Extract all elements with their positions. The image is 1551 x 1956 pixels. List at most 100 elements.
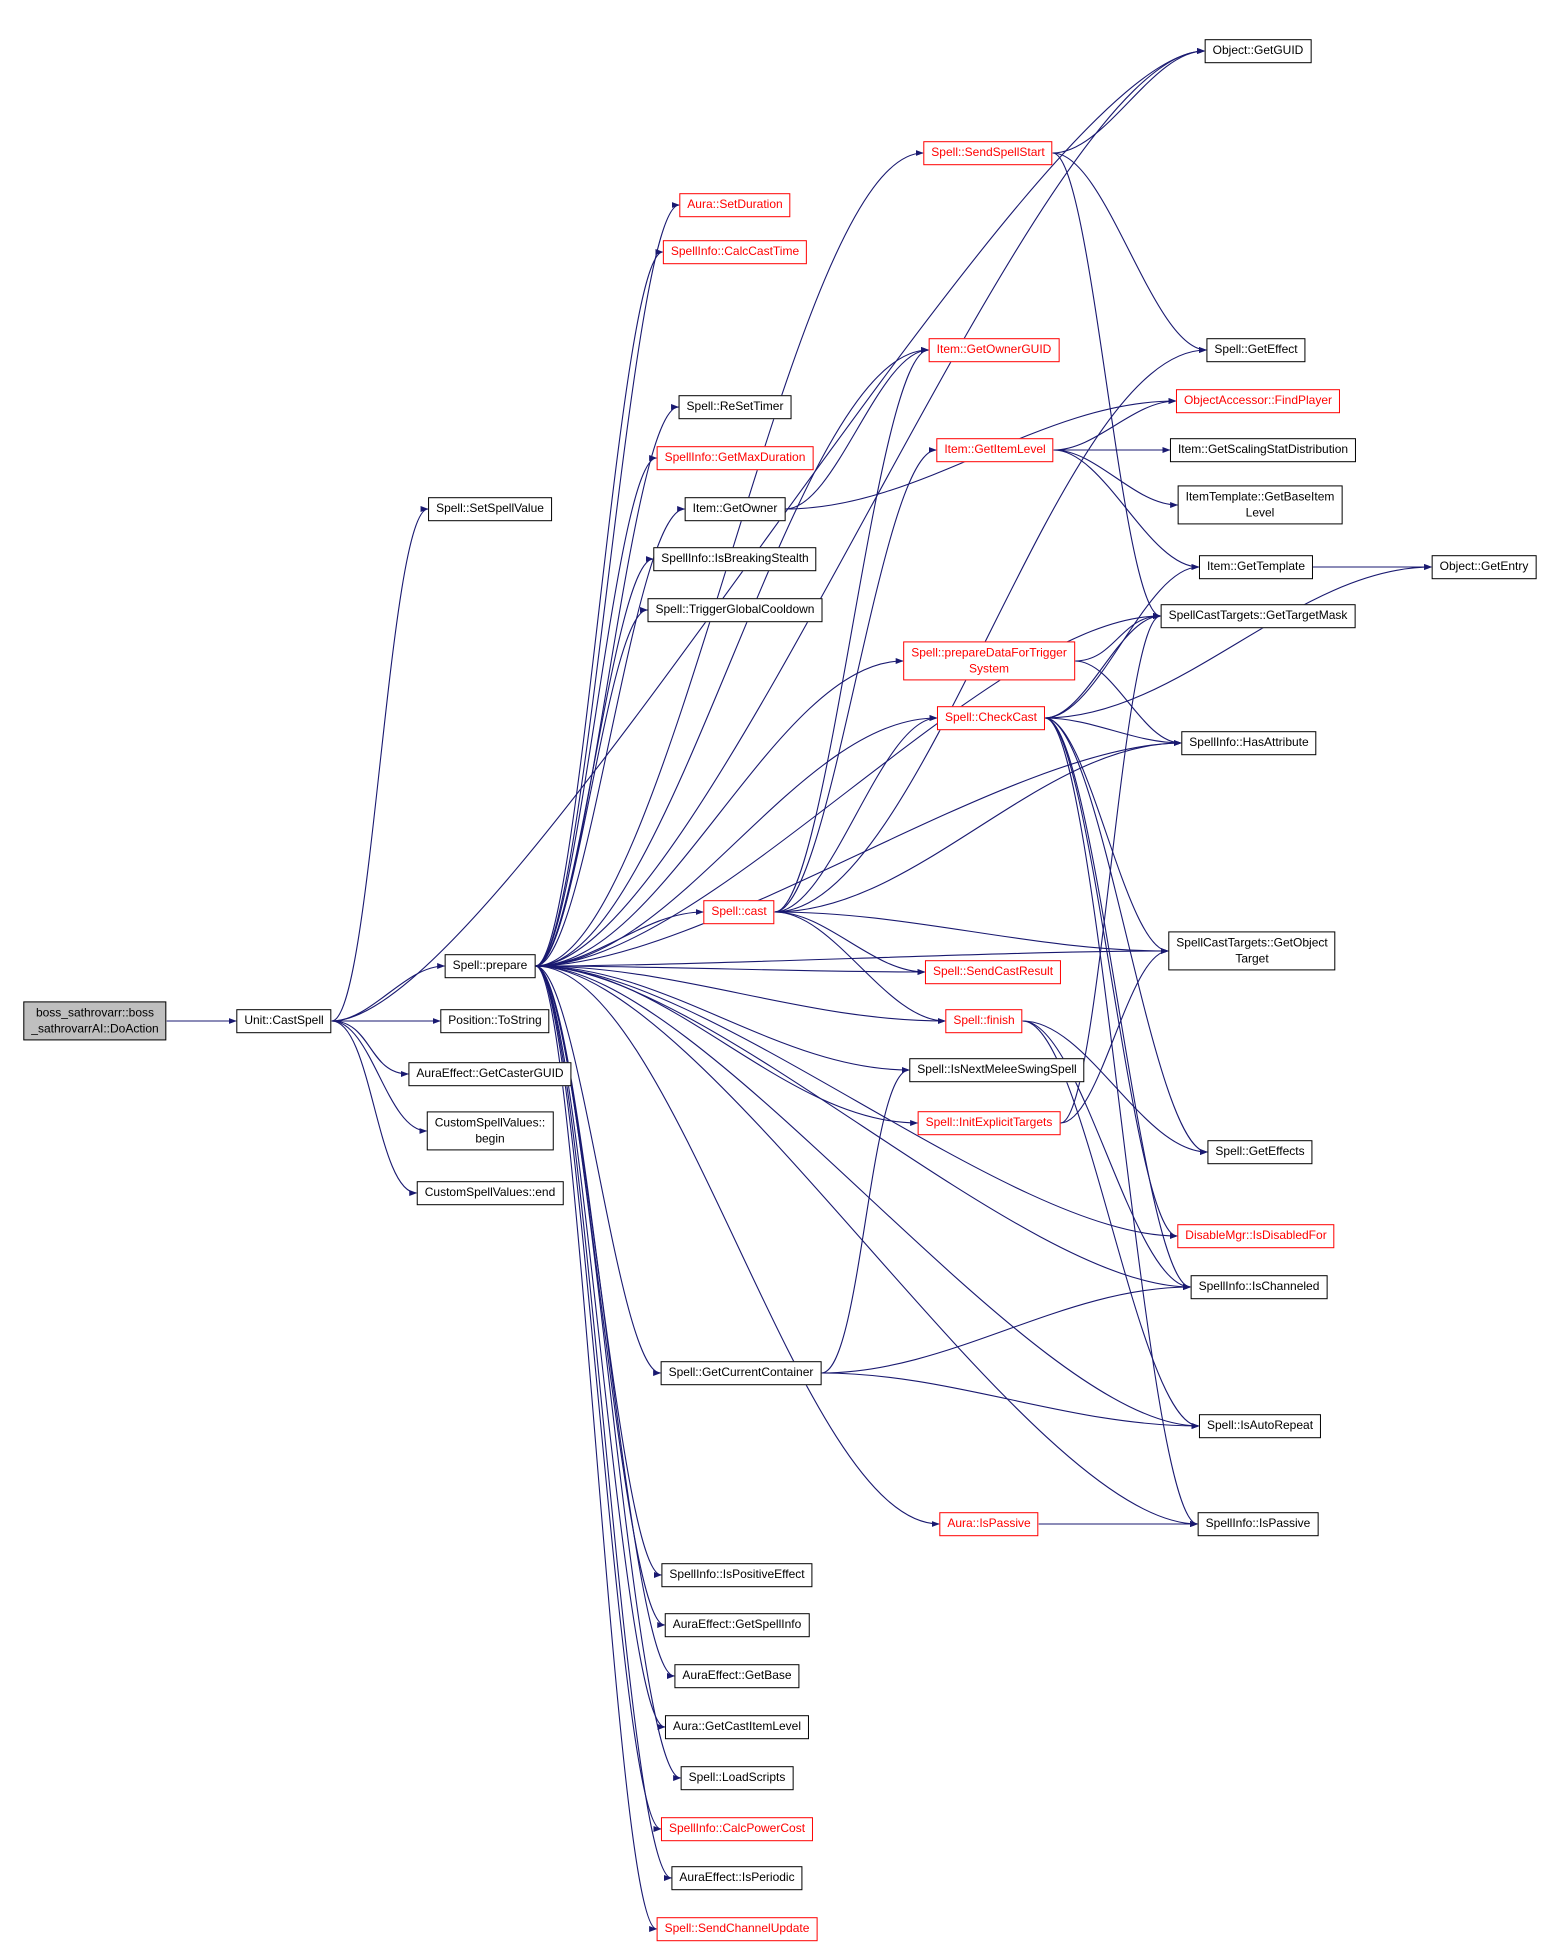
edge-sendspellstart-to-gettargetmask	[1052, 152, 1162, 619]
node-getentry[interactable]: Object::GetEntry	[1431, 555, 1537, 579]
node-checkcast[interactable]: Spell::CheckCast	[936, 706, 1046, 730]
edge-cast-to-finish	[774, 911, 946, 1024]
node-getguid[interactable]: Object::GetGUID	[1204, 39, 1312, 63]
edge-cast-to-getobjecttarget	[774, 911, 1169, 954]
node-begin[interactable]: CustomSpellValues:: begin	[426, 1111, 554, 1151]
node-cast[interactable]: Spell::cast	[703, 900, 775, 924]
node-calccasttime[interactable]: SpellInfo::CalcCastTime	[662, 240, 808, 264]
edge-prepare-to-getmaxduration	[535, 455, 658, 967]
edge-prepare-to-isautorepeat	[535, 965, 1200, 1429]
edge-prepare-to-preparedatafortrigger	[535, 658, 904, 967]
edge-prepare-to-checkcast	[535, 715, 938, 967]
edge-castspell-to-prepare	[331, 963, 446, 1022]
node-resettimer[interactable]: Spell::ReSetTimer	[678, 395, 792, 419]
node-getobjecttarget[interactable]: SpellCastTargets::GetObject Target	[1168, 931, 1336, 971]
edge-checkcast-to-getobjecttarget	[1044, 717, 1169, 954]
node-sendcastresult[interactable]: Spell::SendCastResult	[924, 960, 1062, 984]
node-getbaseitemlevel[interactable]: ItemTemplate::GetBaseItem Level	[1177, 485, 1343, 525]
edge-sendspellstart-to-getguid	[1052, 48, 1206, 154]
node-isdisabledfor[interactable]: DisableMgr::IsDisabledFor	[1177, 1224, 1335, 1248]
edge-prepare-to-calccasttime	[535, 249, 664, 967]
node-getspellinfo[interactable]: AuraEffect::GetSpellInfo	[664, 1613, 810, 1637]
node-triggerglobalcooldown[interactable]: Spell::TriggerGlobalCooldown	[647, 598, 823, 622]
node-hasattribute[interactable]: SpellInfo::HasAttribute	[1181, 731, 1317, 755]
node-getbase[interactable]: AuraEffect::GetBase	[674, 1664, 800, 1688]
edge-finish-to-isautorepeat	[1022, 1020, 1200, 1429]
node-prepare[interactable]: Spell::prepare	[444, 954, 536, 978]
edge-castspell-to-getcasterguid	[331, 1020, 409, 1077]
edge-cast-to-getitemlevel	[774, 447, 937, 913]
edge-cast-to-sendcastresult	[774, 911, 926, 975]
node-gettemplate[interactable]: Item::GetTemplate	[1198, 555, 1314, 579]
edge-initexplicittargets-to-getobjecttarget	[1060, 948, 1169, 1124]
edge-preparedatafortrigger-to-hasattribute	[1074, 660, 1182, 746]
node-isnextmeleeswingspell[interactable]: Spell::IsNextMeleeSwingSpell	[909, 1058, 1085, 1082]
edge-getcurrentcontainer-to-ischanneled	[821, 1284, 1192, 1374]
node-castspell[interactable]: Unit::CastSpell	[236, 1009, 332, 1033]
node-doaction[interactable]: boss_sathrovarr::boss _sathrovarrAI::DoA…	[23, 1001, 167, 1041]
edge-cast-to-getownerguid	[774, 347, 930, 913]
node-isperiodic[interactable]: AuraEffect::IsPeriodic	[671, 1866, 803, 1890]
node-setduration[interactable]: Aura::SetDuration	[679, 193, 791, 217]
node-geteffect[interactable]: Spell::GetEffect	[1206, 338, 1306, 362]
node-aurapassive[interactable]: Aura::IsPassive	[939, 1512, 1039, 1536]
node-initexplicittargets[interactable]: Spell::InitExplicitTargets	[917, 1111, 1061, 1135]
node-sendchannelupdate[interactable]: Spell::SendChannelUpdate	[656, 1917, 818, 1941]
node-ischanneled[interactable]: SpellInfo::IsChanneled	[1190, 1275, 1328, 1299]
edge-castspell-to-getguid	[331, 48, 1206, 1022]
node-spellinfoispassive[interactable]: SpellInfo::IsPassive	[1197, 1512, 1319, 1536]
node-findplayer[interactable]: ObjectAccessor::FindPlayer	[1175, 389, 1341, 413]
node-getitemlevel[interactable]: Item::GetItemLevel	[936, 438, 1054, 462]
edge-prepare-to-sendcastresult	[535, 965, 926, 975]
node-getcastitemlevel[interactable]: Aura::GetCastItemLevel	[664, 1715, 810, 1739]
node-tostring[interactable]: Position::ToString	[440, 1009, 550, 1033]
edge-prepare-to-spellinfoispassive	[535, 965, 1199, 1527]
edge-cast-to-hasattribute	[774, 740, 1182, 913]
node-isautorepeat[interactable]: Spell::IsAutoRepeat	[1198, 1414, 1322, 1438]
edge-prepare-to-setduration	[535, 202, 680, 967]
edge-prepare-to-gettargetmask	[535, 613, 1162, 967]
node-getowner[interactable]: Item::GetOwner	[684, 497, 786, 521]
edge-castspell-to-begin	[331, 1020, 428, 1134]
edge-prepare-to-isnextmeleeswingspell	[535, 965, 910, 1073]
node-preparedatafortrigger[interactable]: Spell::prepareDataForTrigger System	[903, 641, 1075, 681]
node-end[interactable]: CustomSpellValues::end	[416, 1181, 564, 1205]
node-setspellvalue[interactable]: Spell::SetSpellValue	[428, 497, 552, 521]
edge-prepare-to-getowner	[535, 506, 686, 967]
edge-prepare-to-resettimer	[535, 404, 680, 967]
edge-checkcast-to-ischanneled	[1044, 717, 1192, 1290]
edge-prepare-to-ischanneled	[535, 965, 1192, 1290]
edge-prepare-to-hasattribute	[535, 740, 1182, 967]
node-loadscripts[interactable]: Spell::LoadScripts	[680, 1766, 794, 1790]
edge-getcurrentcontainer-to-isautorepeat	[821, 1372, 1200, 1429]
node-geteffects[interactable]: Spell::GetEffects	[1207, 1140, 1313, 1164]
edge-prepare-to-finish	[535, 965, 946, 1024]
edge-castspell-to-setspellvalue	[331, 506, 429, 1022]
node-finish[interactable]: Spell::finish	[945, 1009, 1023, 1033]
edge-prepare-to-triggerglobalcooldown	[535, 607, 649, 967]
edge-prepare-to-aurapassive	[535, 965, 940, 1527]
edge-checkcast-to-gettargetmask	[1045, 613, 1162, 719]
node-getcasterguid[interactable]: AuraEffect::GetCasterGUID	[408, 1062, 572, 1086]
edge-checkcast-to-hasattribute	[1045, 717, 1182, 746]
node-calcpowercost[interactable]: SpellInfo::CalcPowerCost	[660, 1817, 814, 1841]
edge-prepare-to-getownerguid	[535, 347, 930, 967]
edge-prepare-to-isdisabledfor	[535, 965, 1178, 1239]
node-getcurrentcontainer[interactable]: Spell::GetCurrentContainer	[660, 1361, 822, 1385]
node-gettargetmask[interactable]: SpellCastTargets::GetTargetMask	[1160, 604, 1356, 628]
edge-prepare-to-sendchannelupdate	[535, 965, 658, 1932]
edge-prepare-to-getguid	[535, 48, 1206, 967]
node-getscalingstat[interactable]: Item::GetScalingStatDistribution	[1169, 438, 1357, 462]
edge-checkcast-to-isdisabledfor	[1044, 717, 1178, 1239]
node-isbreakingstealth[interactable]: SpellInfo::IsBreakingStealth	[653, 547, 817, 571]
edge-sendspellstart-to-geteffect	[1052, 152, 1207, 353]
edge-castspell-to-end	[331, 1020, 418, 1196]
edge-prepare-to-isperiodic	[535, 965, 672, 1881]
node-sendspellstart[interactable]: Spell::SendSpellStart	[923, 141, 1053, 165]
node-getownerguid[interactable]: Item::GetOwnerGUID	[928, 338, 1060, 362]
edge-getitemlevel-to-gettemplate	[1053, 449, 1200, 570]
node-ispositiveeffect[interactable]: SpellInfo::IsPositiveEffect	[661, 1563, 813, 1587]
node-getmaxduration[interactable]: SpellInfo::GetMaxDuration	[656, 446, 814, 470]
edge-finish-to-geteffects	[1022, 1020, 1208, 1155]
